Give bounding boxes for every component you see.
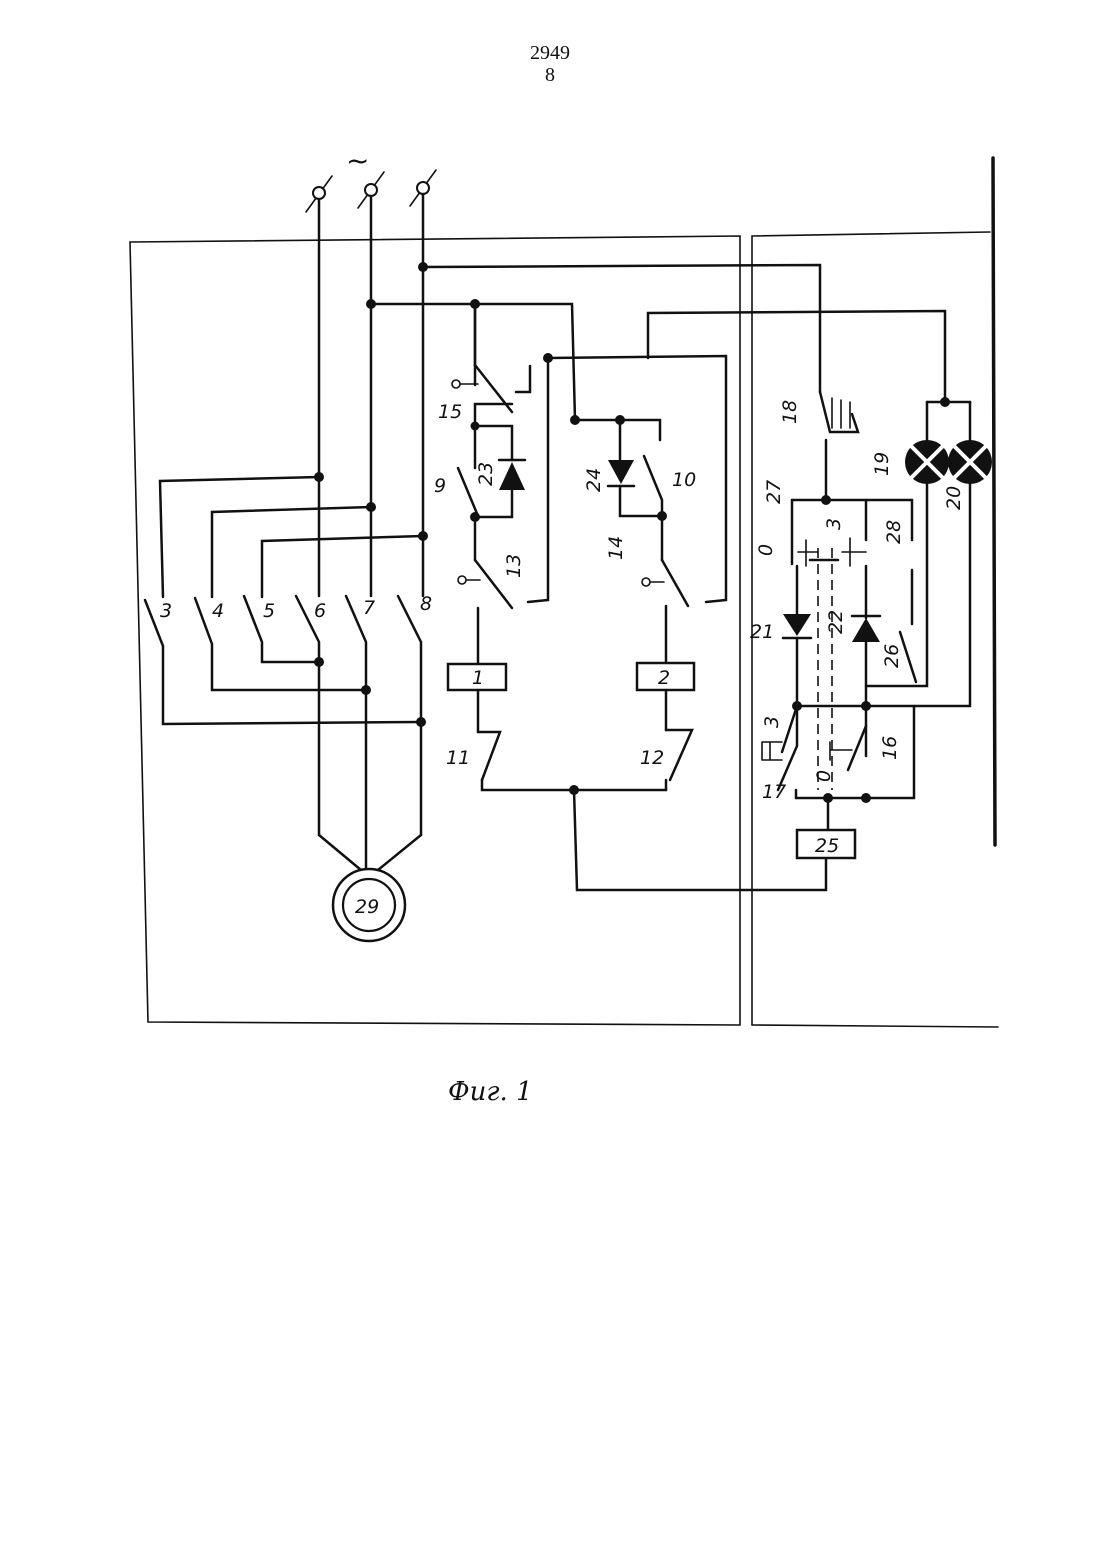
label-23: 23 (475, 462, 497, 486)
label-26: 26 (881, 644, 903, 668)
label-pos-0-upper: 0 (755, 544, 777, 556)
label-pos-3-upper: 3 (823, 518, 845, 530)
label-28: 28 (883, 520, 905, 544)
label-7: 7 (363, 597, 375, 619)
label-1: 1 (472, 667, 484, 689)
label-pos-0-lower: 0 (813, 770, 835, 782)
label-20: 20 (943, 486, 965, 510)
diode-23 (499, 460, 525, 490)
label-8: 8 (420, 593, 432, 615)
label-17: 17 (762, 781, 786, 803)
enclosure-frames (130, 158, 998, 1027)
label-11: 11 (446, 747, 470, 769)
label-2: 2 (658, 667, 670, 689)
label-pos-3-lower: 3 (761, 716, 783, 728)
label-13: 13 (503, 554, 525, 578)
label-14: 14 (605, 536, 627, 560)
label-9: 9 (434, 475, 446, 497)
reversing-wiring (160, 472, 428, 597)
supply-symbol: ~ (346, 144, 369, 177)
control-left (448, 304, 726, 790)
label-29: 29 (355, 896, 379, 918)
label-15: 15 (438, 401, 462, 423)
label-4: 4 (212, 600, 224, 622)
motor-29 (319, 835, 421, 941)
label-24: 24 (583, 468, 605, 492)
label-21: 21 (750, 621, 774, 643)
label-12: 12 (640, 747, 664, 769)
label-22: 22 (825, 610, 847, 634)
control-right (569, 415, 826, 890)
label-27: 27 (763, 480, 785, 504)
figure-caption: Фиг. 1 (448, 1077, 533, 1107)
label-3: 3 (160, 600, 172, 622)
label-19: 19 (871, 452, 893, 476)
label-18: 18 (779, 400, 801, 424)
label-5: 5 (263, 600, 275, 622)
power-contacts (145, 596, 426, 868)
label-6: 6 (314, 600, 326, 622)
label-16: 16 (879, 736, 901, 760)
signal-lamps (905, 440, 992, 484)
label-10: 10 (672, 469, 696, 491)
label-25: 25 (815, 835, 839, 857)
